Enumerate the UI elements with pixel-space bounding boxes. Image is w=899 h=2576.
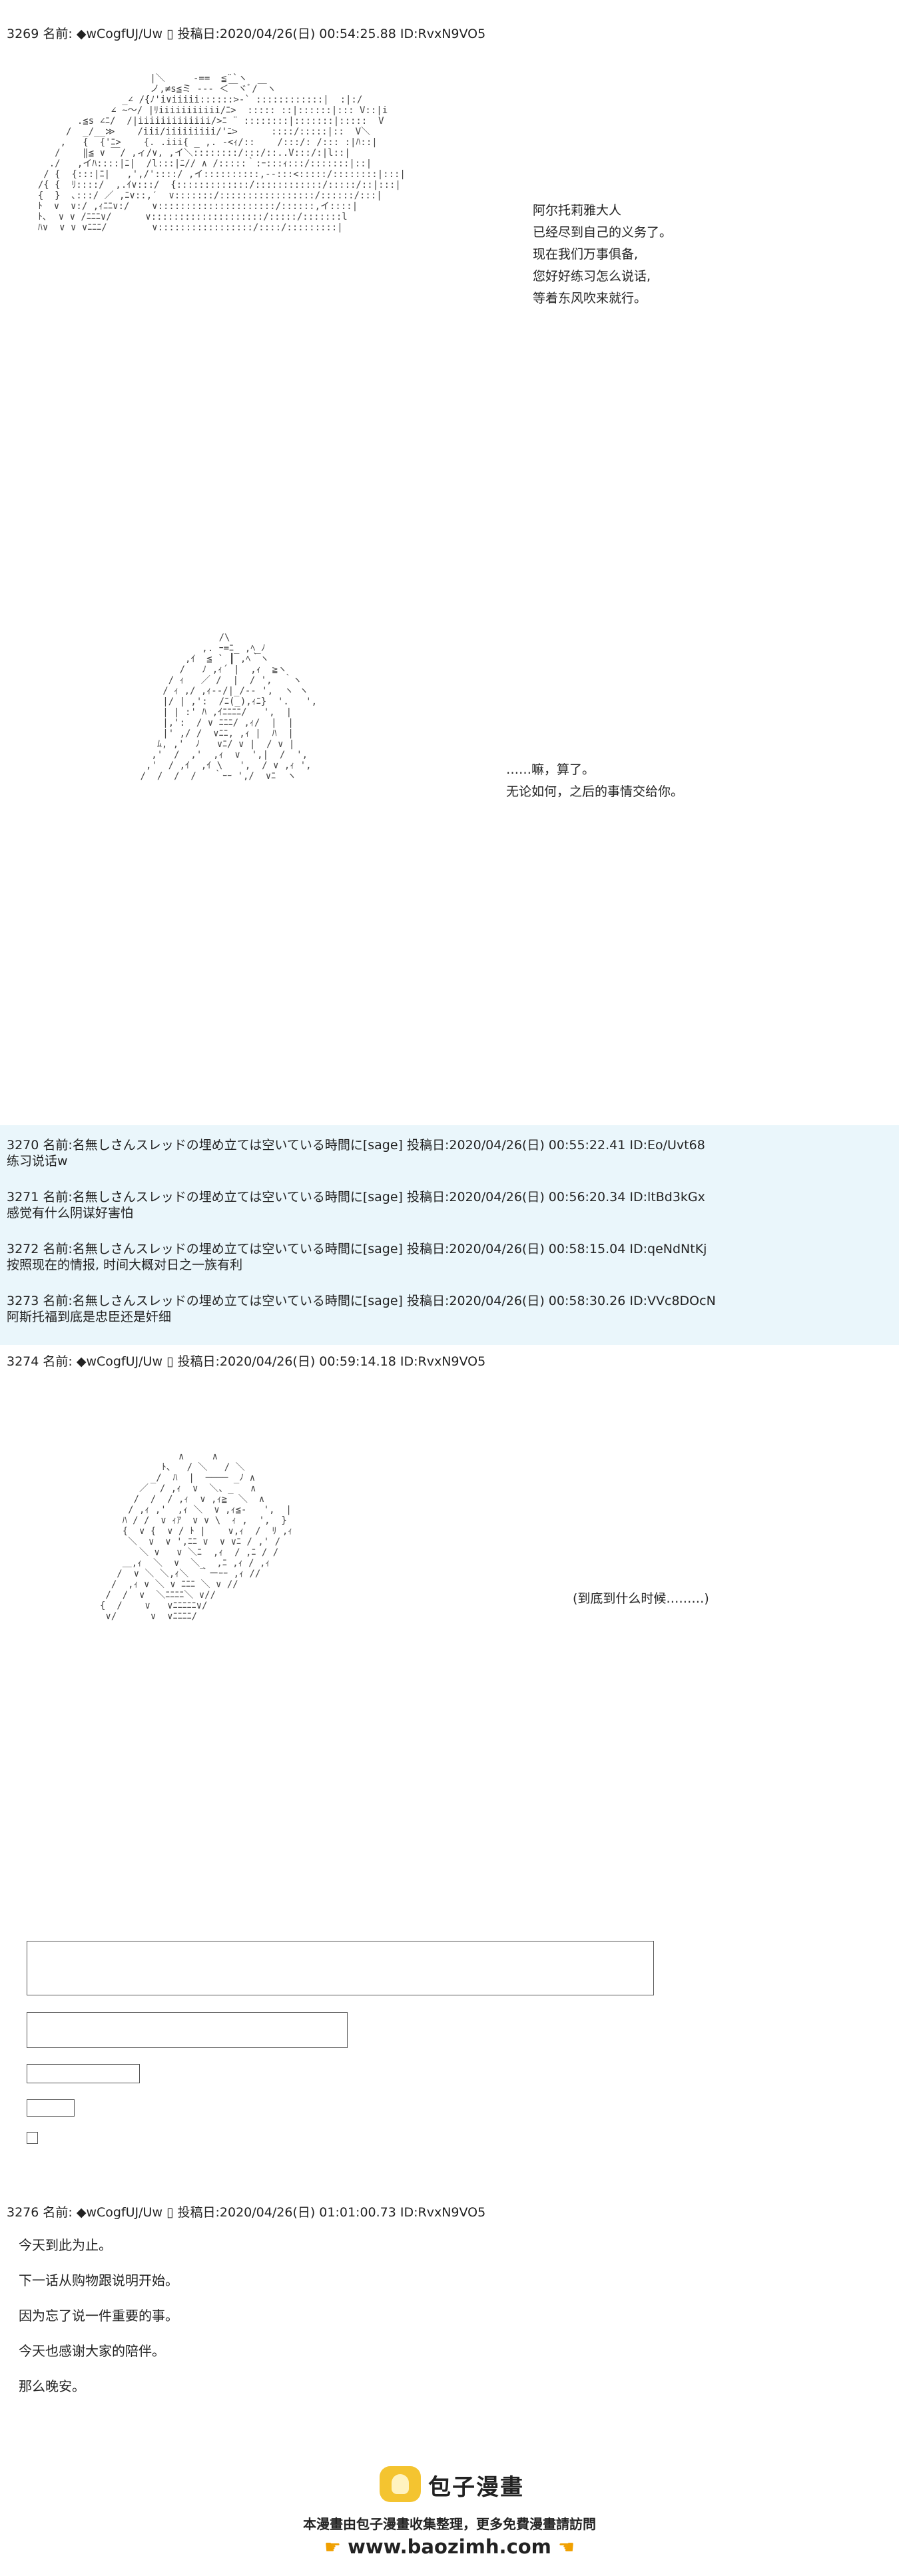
narration-line: ……嘛，算了。	[506, 762, 595, 777]
pointing-hand-icon: ☛	[324, 2536, 341, 2558]
reply-body: 按照现在的情报, 时间大概对日之一族有利	[7, 1258, 243, 1272]
ascii-art-figure: /\ ,. ｰ=ﾆ_ ,ﾍ_ﾉ ,ｲ ≦ ` ┃ ,ﾍ｀ヽ / ﾉ ,ｨ´ | …	[140, 633, 318, 782]
narration-block-3: (到底到什么时候………)	[573, 1588, 709, 1610]
narration-block-2: ……嘛，算了。 无论如何，之后的事情交给你。	[506, 759, 683, 803]
body-line: 因为忘了说一件重要的事。	[19, 2308, 178, 2324]
narration-line: (到底到什么时候………)	[573, 1591, 709, 1606]
reply-band	[0, 1125, 899, 1345]
post-body: 今天到此为止。 下一话从购物跟说明开始。 因为忘了说一件重要的事。 今天也感谢大…	[19, 2235, 178, 2412]
reply-header: 3271 名前:名無しさんスレッドの埋め立ては空いている時間に[sage] 投稿…	[7, 1190, 705, 1204]
empty-box-medium	[27, 2012, 348, 2048]
post-header: 3274 名前: ◆wCogfUJ/Uw ▯ 投稿日:2020/04/26(日)…	[7, 1354, 486, 1369]
body-line: 下一话从购物跟说明开始。	[19, 2272, 178, 2288]
footer-subtitle: 本漫畫由包子漫畫收集整理，更多免費漫畫請訪問	[303, 2516, 596, 2532]
footer-url[interactable]: ☛ www.baozimh.com ☚	[0, 2535, 899, 2558]
baozi-logo-icon	[380, 2466, 421, 2502]
narration-line: 无论如何，之后的事情交给你。	[506, 784, 684, 799]
body-line: 今天也感谢大家的陪伴。	[19, 2343, 165, 2359]
narration-line: 现在我们万事俱备,	[533, 247, 639, 262]
footer-title: 包子漫畫	[428, 2474, 524, 2501]
reply-body: 感觉有什么阴谋好害怕	[7, 1206, 134, 1220]
empty-box-xsmall	[27, 2099, 75, 2117]
ascii-art-knight: |＼ -== ≦¨`ヽ ノ,≠s≦ミ ‐‐- ＜￣ヾﾞ/￣ヽ _∠ /{ﾉ'i∨…	[37, 73, 406, 233]
post-header: 3269 名前: ◆wCogfUJ/Uw ▯ 投稿日:2020/04/26(日)…	[7, 27, 486, 41]
reply-header: 3272 名前:名無しさんスレッドの埋め立ては空いている時間に[sage] 投稿…	[7, 1242, 707, 1256]
narration-line: 阿尔托莉雅大人	[533, 203, 622, 218]
body-line: 那么晚安。	[19, 2378, 85, 2394]
narration-line: 已经尽到自己的义务了。	[533, 225, 673, 240]
narration-line: 您好好练习怎么说话,	[533, 269, 651, 284]
empty-box-small	[27, 2064, 140, 2083]
narration-line: 等着东风吹来就行。	[533, 291, 647, 306]
body-line: 今天到此为止。	[19, 2237, 112, 2253]
post-header: 3276 名前: ◆wCogfUJ/Uw ▯ 投稿日:2020/04/26(日)…	[7, 2205, 486, 2220]
ascii-art-figure-2: ∧ ∧ ﾄ、 / ＼ / ＼ _/ ﾊ | ──── _ﾉ ∧ ／ / ,ｨ ∨…	[100, 1451, 293, 1622]
pointing-hand-icon: ☚	[558, 2536, 575, 2558]
reply-header: 3273 名前:名無しさんスレッドの埋め立ては空いている時間に[sage] 投稿…	[7, 1294, 716, 1308]
empty-box-large	[27, 1941, 654, 1995]
reply-body: 练习说话w	[7, 1154, 68, 1168]
reply-body: 阿斯托福到底是忠臣还是奸细	[7, 1310, 172, 1324]
reply-header: 3270 名前:名無しさんスレッドの埋め立ては空いている時間に[sage] 投稿…	[7, 1138, 705, 1153]
empty-box-tiny	[27, 2132, 38, 2144]
narration-block: 阿尔托莉雅大人 已经尽到自己的义务了。 现在我们万事俱备, 您好好练习怎么说话,…	[533, 200, 672, 310]
footer-url-text[interactable]: www.baozimh.com	[348, 2535, 551, 2558]
